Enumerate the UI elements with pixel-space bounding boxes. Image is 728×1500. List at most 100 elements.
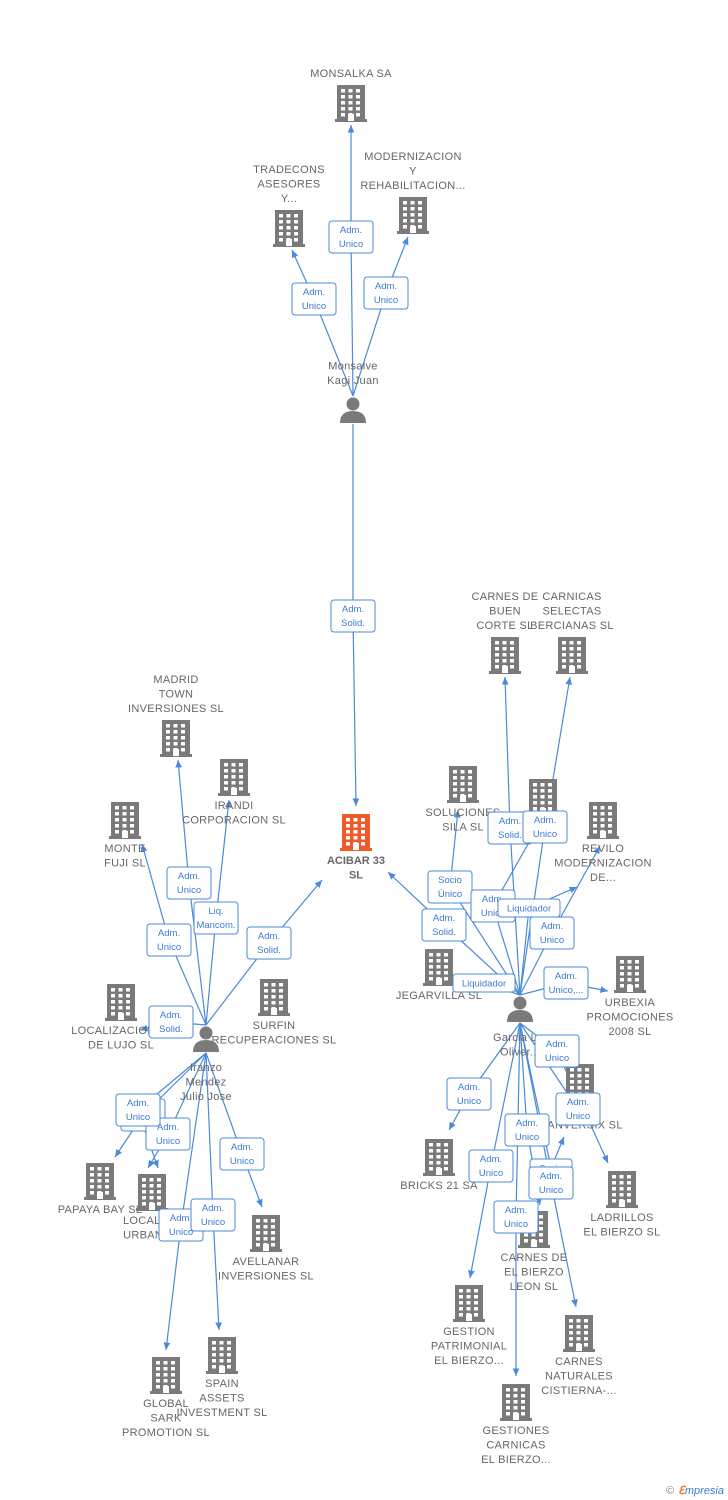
relation-tag[interactable]: Adm.Unico (534, 1034, 580, 1068)
relation-tag[interactable]: Adm.Unico (529, 916, 575, 950)
relation-tag[interactable]: Adm.Unico (555, 1092, 601, 1126)
node-papaya[interactable]: PAPAYA BAY SL (58, 1163, 143, 1216)
relation-tag[interactable]: Adm.Unico (504, 1113, 550, 1147)
node-label-line: Julio Jose (180, 1091, 232, 1103)
building-icon (250, 1215, 282, 1252)
relation-tag-text: Adm. (340, 225, 362, 236)
node-label-line: DE... (590, 872, 616, 884)
building-icon (563, 1315, 595, 1352)
node-carnes-naturales[interactable]: CARNESNATURALESCISTIERNA-... (541, 1315, 616, 1397)
person-icon (193, 1026, 219, 1052)
relation-tag-text: Solid. (257, 945, 281, 956)
relation-tag-text: Adm. (170, 1213, 192, 1224)
building-icon (109, 802, 141, 839)
node-label-line: MONSALKA SA (310, 68, 392, 80)
relation-tag-text: Unico (201, 1217, 225, 1228)
relation-tag[interactable]: Adm. Solid. (421, 908, 467, 942)
node-modernizacion[interactable]: MODERNIZACIONYREHABILITACION... (360, 151, 465, 234)
relation-tag[interactable]: Adm.Unico (190, 1198, 236, 1232)
relation-tag[interactable]: Adm.Unico (219, 1137, 265, 1171)
relation-tag-text: Adm. (555, 971, 577, 982)
relation-tag-text: Adm. (540, 1171, 562, 1182)
footer-brand: ©ℇmpresia (666, 1484, 724, 1497)
relation-tag-text: Adm. (157, 1122, 179, 1133)
node-label-line: CARNES DE (501, 1252, 568, 1264)
relation-tag[interactable]: Adm.Unico (363, 276, 409, 310)
node-bricks[interactable]: BRICKS 21 SA (400, 1139, 478, 1192)
building-icon (527, 779, 559, 816)
node-label-line: LADRILLOS (590, 1212, 653, 1224)
relation-edge (347, 125, 355, 397)
relation-tag-text: Adm. (303, 287, 325, 298)
relation-tag-text: Unico (479, 1168, 503, 1179)
relation-tag-text: Unico (374, 295, 398, 306)
relation-tag[interactable]: Liquidador (452, 973, 516, 993)
node-label-line: URBEXIA (605, 997, 656, 1009)
node-label-line: PROMOCIONES (586, 1012, 673, 1024)
relation-tag[interactable]: Adm.Solid. (487, 811, 533, 845)
relation-tag[interactable]: Adm.Solid. (246, 926, 292, 960)
relation-tag[interactable]: Adm.Unico (328, 220, 374, 254)
relation-tag[interactable]: Adm.Unico (446, 1077, 492, 1111)
relation-tag[interactable]: Liquidador (497, 898, 561, 918)
relation-tag[interactable]: Adm.Unico (146, 923, 192, 957)
node-label-line: CARNICAS (486, 1440, 545, 1452)
relation-tag[interactable]: Adm.Unico (522, 810, 568, 844)
node-label-line: MADRID (153, 674, 198, 686)
relation-tag[interactable]: Liq.Mancom. (193, 901, 239, 935)
node-revilo[interactable]: REVILOMODERNIZACIONDE... (554, 802, 651, 884)
node-label-line: BERCIANAS SL (530, 620, 614, 632)
node-label-line: ASSETS (199, 1393, 244, 1405)
node-label-line: SPAIN (205, 1378, 239, 1390)
node-tradecons[interactable]: TRADECONSASESORESY... (253, 164, 325, 247)
relation-tag[interactable]: Adm.Unico,... (543, 966, 589, 1000)
relation-tag[interactable]: Adm.Solid. (330, 599, 376, 633)
relation-tag-text: Unico (457, 1096, 481, 1107)
relation-tag-text: Unico (481, 908, 505, 919)
relation-tag[interactable]: Adm. Unico (468, 1149, 514, 1183)
relation-tag[interactable]: Adm.Unico (291, 282, 337, 316)
relation-tag-text: Solid. (432, 927, 456, 938)
relation-tag-text: Adm. (178, 871, 200, 882)
relation-tag[interactable]: Adm.Solid. (148, 1005, 194, 1039)
relation-tag-text: Adm. (499, 816, 521, 827)
relation-tag[interactable]: Adm. Unico (166, 866, 212, 900)
relation-tag-text: Unico (177, 885, 201, 896)
relation-tag[interactable]: Adm.Unico (493, 1200, 539, 1234)
node-jegarvilla[interactable]: JEGARVILLA SL (396, 949, 482, 1002)
relation-tag-text: Adm. (480, 1154, 502, 1165)
node-label-line: FUJI SL (104, 858, 146, 870)
relation-tag-text: Adm. (342, 604, 364, 615)
relation-tag-text: Unico (533, 829, 557, 840)
node-label-line: TRADECONS (253, 164, 325, 176)
node-monsalka[interactable]: MONSALKA SA (310, 68, 392, 122)
node-label-line: IRANDI (214, 800, 253, 812)
node-label-line: REHABILITACION... (360, 180, 465, 192)
relation-tag-text: Solid. (159, 1024, 183, 1035)
relation-tag-text: Adm. (433, 913, 455, 924)
relation-tag[interactable]: Adm.Unico (115, 1093, 161, 1127)
node-garcia[interactable]: Garcia L...Oliver... (493, 996, 547, 1059)
relation-tag[interactable]: Adm.Unico (528, 1166, 574, 1200)
node-label-line: BUEN (489, 606, 521, 618)
node-label-line: BRICKS 21 SA (400, 1180, 478, 1192)
